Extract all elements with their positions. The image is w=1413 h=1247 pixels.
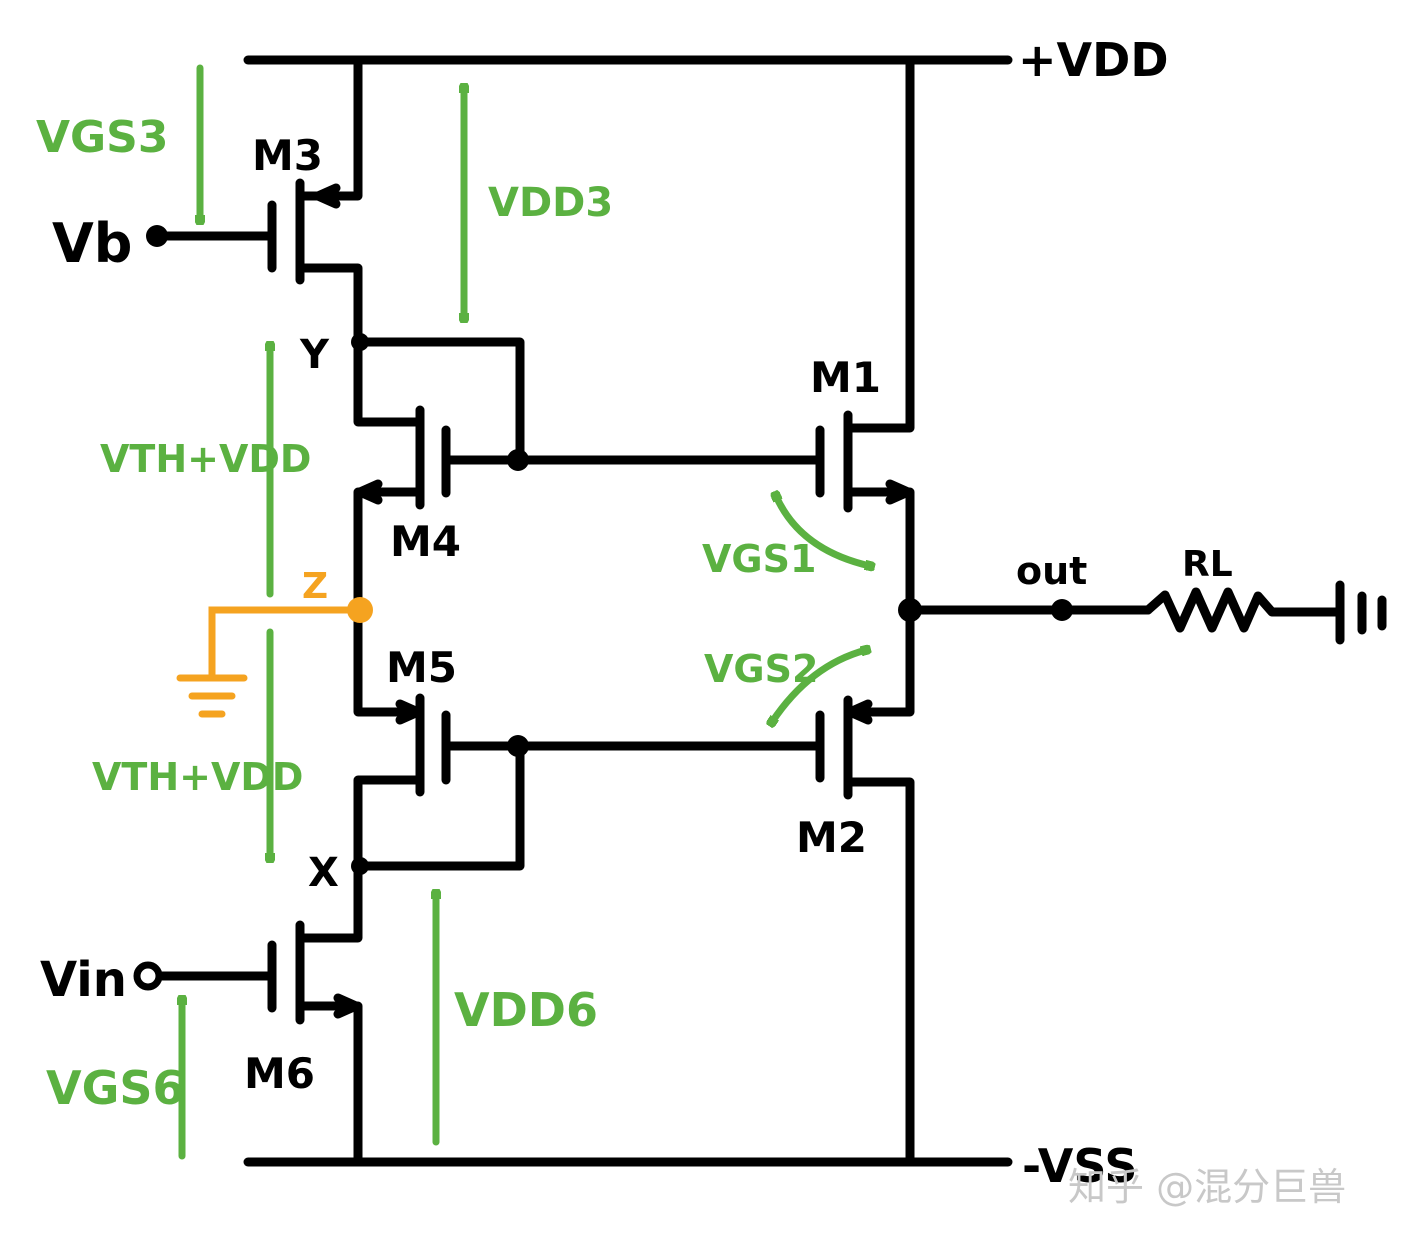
vgs1-arrow <box>776 496 870 566</box>
m1-label: M1 <box>810 353 881 402</box>
vdd3-label: VDD3 <box>488 180 613 226</box>
vth-vdd-bottom-label: VTH+VDD <box>92 755 303 799</box>
vdd-label: +VDD <box>1018 33 1169 87</box>
m3-label: M3 <box>252 131 323 180</box>
vdd6-label: VDD6 <box>454 983 598 1037</box>
m1-gate-dot <box>507 449 529 471</box>
vgs3-label: VGS3 <box>36 112 168 163</box>
vgs6-label: VGS6 <box>46 1061 185 1115</box>
m1-drain-wire <box>843 55 915 433</box>
y-diode-wire <box>353 337 525 465</box>
m2-label: M2 <box>796 813 867 862</box>
x-diode-wire <box>353 741 525 871</box>
watermark: 知乎 @混分巨兽 <box>1068 1165 1346 1209</box>
m5-source-wire <box>353 607 425 717</box>
m6-source-arrow <box>333 993 361 1019</box>
output-node-dot <box>898 598 922 622</box>
m3-source-arrow <box>313 183 341 209</box>
vb-label: Vb <box>52 212 132 275</box>
out-label: out <box>1016 549 1087 593</box>
m4-label: M4 <box>390 517 461 566</box>
m1-source-wire <box>843 487 915 617</box>
vb-terminal <box>146 225 168 247</box>
m6-label: M6 <box>244 1049 315 1098</box>
vgs2-label: VGS2 <box>704 647 818 691</box>
z-ground-wire <box>208 606 364 682</box>
vgs2-arrow <box>772 650 866 722</box>
m2-source-wire <box>843 607 915 717</box>
m2-drain-wire <box>843 777 915 1167</box>
vss-label: -VSS <box>1022 1139 1138 1193</box>
m2-gate-dot <box>507 735 529 757</box>
node-z-dot <box>347 597 373 623</box>
vin-terminal <box>133 961 163 991</box>
vth-vdd-top-label: VTH+VDD <box>100 437 311 481</box>
vgs1-label: VGS1 <box>702 537 816 581</box>
node-z-label: Z <box>302 566 328 607</box>
node-x-dot <box>351 857 369 875</box>
vin-label: Vin <box>40 952 127 1008</box>
m5-label: M5 <box>386 643 457 692</box>
node-y-dot <box>351 333 369 351</box>
node-x-label: X <box>308 850 339 896</box>
m5-source-arrow <box>395 699 423 725</box>
m1-source-arrow <box>885 479 913 505</box>
m4-source-arrow <box>355 479 383 505</box>
rl-label: RL <box>1182 544 1233 585</box>
load-resistor <box>1143 587 1345 633</box>
out-terminal-dot <box>1051 599 1073 621</box>
node-y-label: Y <box>299 332 330 378</box>
